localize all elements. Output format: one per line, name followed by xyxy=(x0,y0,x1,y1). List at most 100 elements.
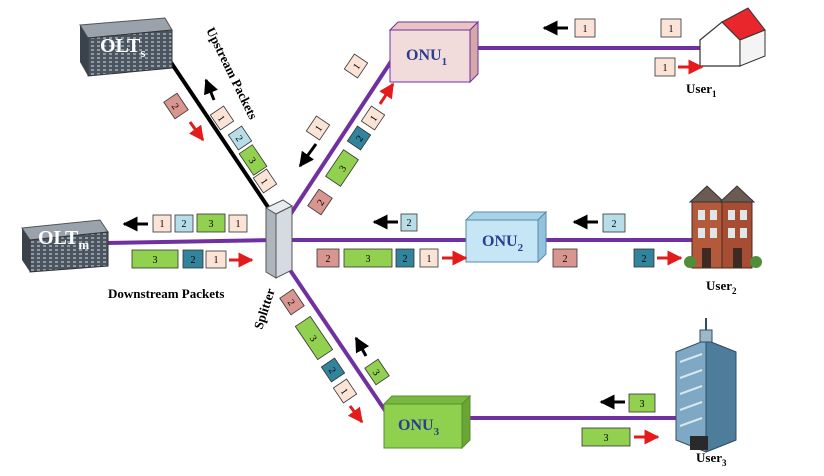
packets-user3-link: 3 3 xyxy=(581,393,660,447)
user2-label: User2 xyxy=(706,278,737,296)
svg-text:2: 2 xyxy=(326,254,331,265)
onu3-device[interactable]: ONU3 xyxy=(382,394,472,450)
upstream-packets-olts: 1 2 3 1 xyxy=(204,78,278,194)
olt-s-label: OLTs xyxy=(100,35,145,60)
black-arrow-icon xyxy=(298,143,318,168)
svg-text:3: 3 xyxy=(307,334,319,344)
packet-2 xyxy=(279,288,305,316)
packet-3 xyxy=(294,315,334,361)
svg-text:1: 1 xyxy=(160,219,165,230)
svg-text:2: 2 xyxy=(315,198,327,208)
packets-onu2-link: 2 2 3 2 1 xyxy=(316,213,468,268)
svg-text:1: 1 xyxy=(351,62,363,72)
svg-text:3: 3 xyxy=(246,156,258,166)
onu1-device[interactable]: ONU1 xyxy=(388,20,480,84)
packet-2 xyxy=(346,125,372,151)
packet-1 xyxy=(252,168,278,194)
black-arrow-icon xyxy=(354,336,370,357)
packet-2 xyxy=(552,248,578,268)
packet-2 xyxy=(174,214,194,233)
packet-2 xyxy=(227,125,253,151)
olt-m-label: OLTm xyxy=(38,227,89,252)
svg-text:2: 2 xyxy=(169,102,181,112)
svg-text:3: 3 xyxy=(209,219,214,230)
packet-3 xyxy=(343,248,393,268)
svg-text:3: 3 xyxy=(604,433,609,444)
svg-text:1: 1 xyxy=(669,24,674,35)
packet-2 xyxy=(400,213,418,232)
svg-text:1: 1 xyxy=(215,114,227,124)
packet-3 xyxy=(628,393,656,413)
packet-1 xyxy=(228,214,248,233)
downstream-packets-label: Downstream Packets xyxy=(108,286,224,301)
splitter-device[interactable]: Splitter xyxy=(251,199,293,331)
svg-text:1: 1 xyxy=(214,255,219,266)
packet-2 xyxy=(395,248,415,268)
user3-label: User3 xyxy=(696,450,727,468)
svg-text:2: 2 xyxy=(563,254,568,265)
packet-2 xyxy=(163,92,189,120)
svg-text:1: 1 xyxy=(427,254,432,265)
svg-text:2: 2 xyxy=(326,366,338,376)
upstream-packets-label: Upstream Packets xyxy=(203,25,261,122)
links xyxy=(104,46,706,420)
svg-text:1: 1 xyxy=(583,24,588,35)
svg-text:1: 1 xyxy=(236,219,241,230)
packet-1 xyxy=(654,57,676,77)
packet-3 xyxy=(238,144,268,176)
olt-s-device[interactable]: OLTs xyxy=(79,17,173,77)
svg-text:2: 2 xyxy=(285,298,297,308)
downstream-packets-oltm: 3 2 1 xyxy=(131,249,254,269)
onu3-label: ONU3 xyxy=(398,417,440,438)
link-olt-m-splitter xyxy=(104,238,276,245)
svg-text:1: 1 xyxy=(663,63,668,74)
packets-user2-link: 2 2 2 xyxy=(552,213,683,268)
packet-1 xyxy=(205,250,227,269)
user1-house-icon[interactable]: User1 xyxy=(686,7,766,99)
svg-text:2: 2 xyxy=(354,134,366,144)
packets-onu1-link: 1 1 2 3 2 1 xyxy=(298,53,395,216)
downstream-packet-olts: 2 xyxy=(163,92,205,142)
user2-townhouse-icon[interactable]: User2 xyxy=(684,185,762,296)
packet-2 xyxy=(182,249,204,269)
svg-text:3: 3 xyxy=(153,255,158,266)
svg-text:1: 1 xyxy=(258,177,270,187)
onu2-device[interactable]: ONU2 xyxy=(464,210,548,264)
svg-text:2: 2 xyxy=(612,219,617,230)
svg-text:2: 2 xyxy=(407,218,412,229)
packet-3 xyxy=(196,213,226,233)
svg-text:1: 1 xyxy=(338,387,350,397)
svg-text:3: 3 xyxy=(366,254,371,265)
packet-2 xyxy=(602,213,626,233)
packet-2 xyxy=(316,248,340,268)
link-splitter-onu3 xyxy=(288,268,388,414)
packet-2 xyxy=(307,188,333,216)
svg-text:1: 1 xyxy=(368,114,380,124)
svg-text:1: 1 xyxy=(313,124,325,134)
splitter-label: Splitter xyxy=(251,286,278,331)
packet-3 xyxy=(581,427,631,447)
packet-2 xyxy=(320,357,346,383)
user3-office-building-icon[interactable]: User3 xyxy=(675,318,737,468)
svg-text:2: 2 xyxy=(403,254,408,265)
olt-m-device[interactable]: OLTm xyxy=(21,219,109,273)
packet-1 xyxy=(152,214,172,233)
svg-text:2: 2 xyxy=(642,254,647,265)
packet-1 xyxy=(209,105,235,131)
svg-text:2: 2 xyxy=(182,219,187,230)
packet-1 xyxy=(574,18,596,38)
link-olt-s-splitter xyxy=(166,56,280,224)
user1-label: User1 xyxy=(686,81,717,99)
packet-1 xyxy=(343,53,369,79)
packet-3 xyxy=(325,149,359,187)
packet-1 xyxy=(332,378,358,404)
packets-onu3-link: 2 3 2 1 3 xyxy=(279,288,390,424)
svg-text:3: 3 xyxy=(640,399,645,410)
packet-3 xyxy=(364,358,390,386)
upstream-packets-oltm: 1 2 3 1 xyxy=(122,213,248,233)
onu2-label: ONU2 xyxy=(482,233,524,254)
packet-1 xyxy=(419,248,439,268)
packet-1 xyxy=(360,105,386,131)
svg-text:2: 2 xyxy=(191,255,196,266)
